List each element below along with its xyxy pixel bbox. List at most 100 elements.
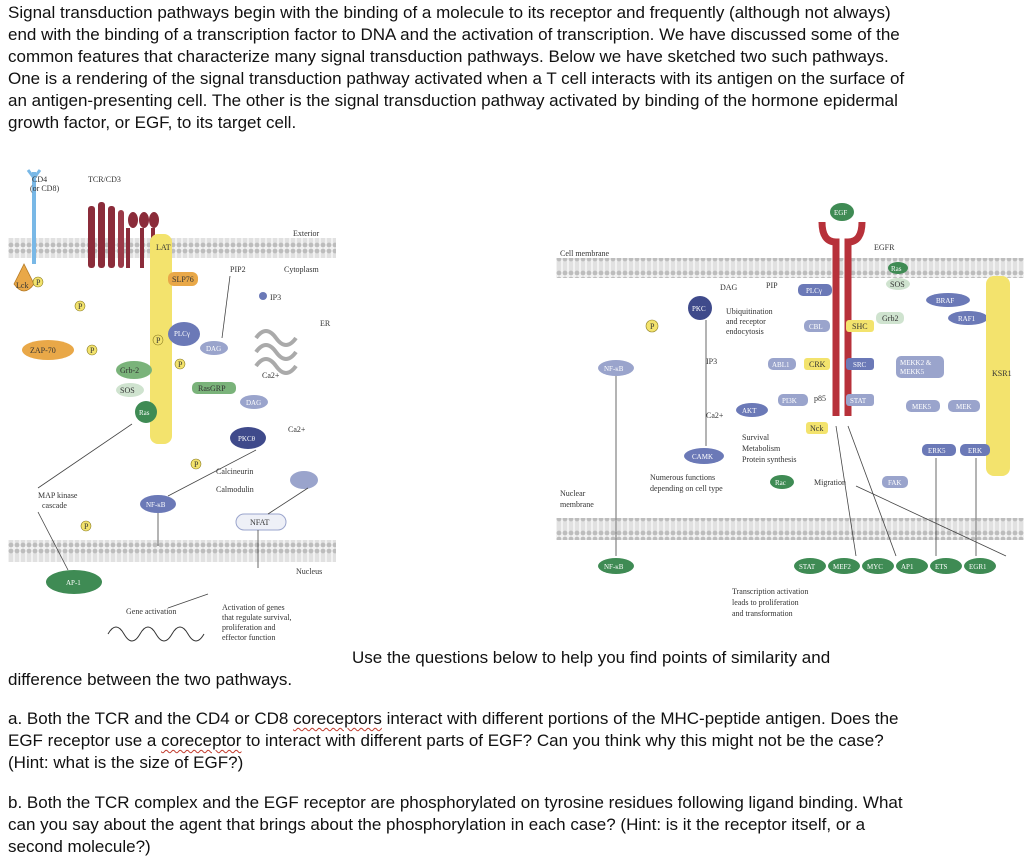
mek-label: MEK <box>956 403 972 411</box>
camk-label: CAMK <box>692 453 713 461</box>
camk <box>684 448 724 464</box>
ubiq-line-3: endocytosis <box>726 327 764 336</box>
tcr-label: TCR/CD3 <box>88 175 121 184</box>
tf-oval <box>828 558 860 574</box>
fak-label: FAK <box>888 479 901 487</box>
p-6: P <box>194 460 199 469</box>
p-4: P <box>90 346 95 355</box>
protein-synthesis-label: Protein synthesis <box>742 455 796 464</box>
transcription-line-2: leads to proliferation <box>732 598 799 607</box>
bridge-text-line-2: difference between the two pathways. <box>8 670 293 689</box>
cd4-label: CD4 <box>32 175 47 184</box>
dag-label-2: DAG <box>246 399 261 407</box>
tf-label: MEF2 <box>833 563 851 571</box>
calmodulin-label: Calmodulin <box>216 485 254 494</box>
cell-membrane <box>556 258 1024 278</box>
mekk-label: MEKK2 & <box>900 359 932 367</box>
ca-label-2: Ca2+ <box>288 425 306 434</box>
tcr-pathway-figure: CD4 (or CD8) TCR/CD3 LAT Exterior Cytopl… <box>8 168 336 660</box>
sos-label: SOS <box>120 386 135 395</box>
egf-pathway-figure: EGF EGFR Cell membrane DAG PIP PLCγ Ras … <box>556 196 1024 628</box>
membrane-label: membrane <box>560 500 594 509</box>
nuclear-membrane <box>8 540 336 562</box>
spellcheck-word-coreceptors: coreceptors <box>293 709 382 728</box>
question-a: a. Both the TCR and the CD4 or CD8 corec… <box>8 708 908 774</box>
pkc <box>688 296 712 320</box>
erk5-label: ERK5 <box>928 447 946 455</box>
ap1-label: AP-1 <box>66 579 81 587</box>
akt-label: AKT <box>742 407 757 415</box>
ip3-egf-label: IP3 <box>706 357 717 366</box>
question-a-part-2: interact with different portions of the … <box>8 709 899 750</box>
gene-activation-label: Gene activation <box>126 607 176 616</box>
braf-label: BRAF <box>936 297 954 305</box>
transcription-line-1: Transcription activation <box>732 587 808 596</box>
migration-label: Migration <box>814 478 846 487</box>
nfkb-label: NF-κB <box>146 501 166 509</box>
p-5: P <box>178 360 183 369</box>
p-3: P <box>156 336 161 345</box>
stat-egf-label: STAT <box>850 397 867 405</box>
ras <box>135 401 157 423</box>
tf-oval <box>964 558 996 574</box>
nfkb-nuclear-label: NF-κB <box>604 563 624 571</box>
nfkb <box>140 495 176 513</box>
spellcheck-word-coreceptor: coreceptor <box>161 731 242 750</box>
p-egf-1: P <box>650 322 655 331</box>
p85-label: p85 <box>814 394 826 403</box>
ras-egf-label: Ras <box>891 265 902 273</box>
transcription-line-3: and transformation <box>732 609 793 618</box>
cbl-label: CBL <box>809 323 823 331</box>
mekk5-label: MEKK5 <box>900 368 925 376</box>
numerous-line-2: depending on cell type <box>650 484 723 493</box>
pi3k-label: PI3K <box>782 397 797 405</box>
activation-line-2: that regulate survival, <box>222 613 292 622</box>
dag-label: DAG <box>720 283 738 292</box>
ip3-label: IP3 <box>270 293 281 302</box>
ksr1 <box>986 276 1010 476</box>
er-organelle <box>254 329 298 375</box>
ubiq-line-2: and receptor <box>726 317 766 326</box>
ras-label: Ras <box>139 409 150 417</box>
numerous-line-1: Numerous functions <box>650 473 715 482</box>
nck-label: Nck <box>810 424 823 433</box>
erk-label: ERK <box>968 447 982 455</box>
zap70 <box>22 340 74 360</box>
intro-paragraph: Signal transduction pathways begin with … <box>8 3 905 132</box>
tf-label: EGR1 <box>969 563 987 571</box>
p-2: P <box>78 302 83 311</box>
ksr1-label: KSR1 <box>992 369 1012 378</box>
rasgrp <box>192 382 236 394</box>
tcr-cd3-complex <box>88 202 159 268</box>
p-7: P <box>84 522 89 531</box>
nfkb-egf <box>598 360 634 376</box>
tf-oval <box>930 558 962 574</box>
er-label: ER <box>320 319 331 328</box>
sos-egf-label: SOS <box>890 280 905 289</box>
cytoplasm-label: Cytoplasm <box>284 265 319 274</box>
activation-line-4: effector function <box>222 633 275 642</box>
question-a-part-1: a. Both the TCR and the CD4 or CD8 <box>8 709 294 728</box>
pkc-theta <box>230 427 266 449</box>
cell-membrane-label: Cell membrane <box>560 249 610 258</box>
tf-label: ETS <box>935 563 948 571</box>
grb2-egf-label: Grb2 <box>882 314 898 323</box>
nucleus-label: Nucleus <box>296 567 322 576</box>
pip-label: PIP <box>766 281 778 290</box>
tf-oval <box>896 558 928 574</box>
egf <box>830 203 854 221</box>
plcy-egf-label: PLCγ <box>806 287 822 295</box>
exterior-label: Exterior <box>293 229 320 238</box>
lck-label: Lck <box>16 281 28 290</box>
tf-label: MYC <box>867 563 883 571</box>
nfat-label: NFAT <box>250 518 270 527</box>
lat-label: LAT <box>156 243 171 252</box>
question-a-part-3: to interact with different parts of EGF?… <box>8 731 884 772</box>
rac-label: Rac <box>775 479 786 487</box>
src-label: SRC <box>853 361 867 369</box>
map-cascade-label: cascade <box>42 501 67 510</box>
activation-line-1: Activation of genes <box>222 603 285 612</box>
ubiq-line-1: Ubiquitination <box>726 307 773 316</box>
mek5-label: MEK5 <box>912 403 932 411</box>
bridge-text-line-1: Use the questions below to help you find… <box>352 648 831 667</box>
